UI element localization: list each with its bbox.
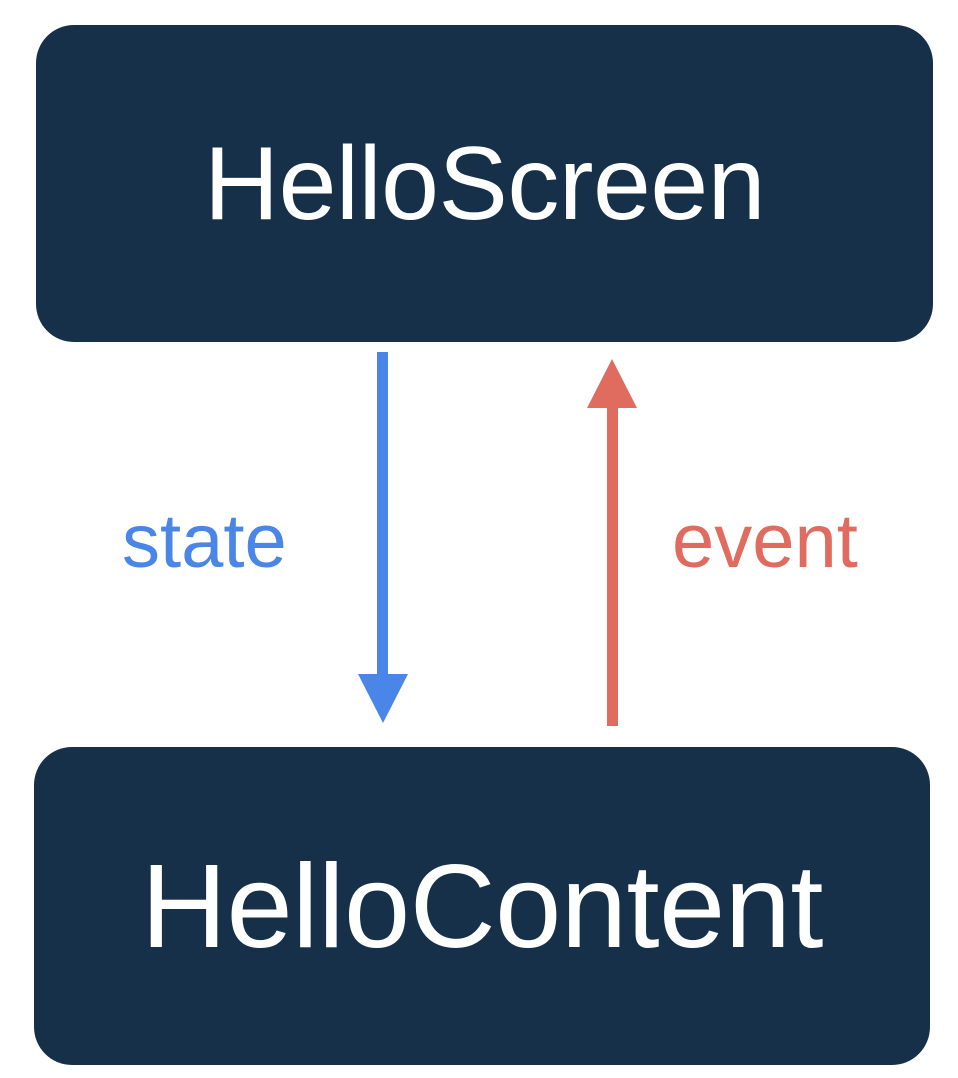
down-arrow-icon [358,352,408,723]
edge-label-event: event [672,499,858,584]
state-arrow [358,352,408,723]
edge-label-state: state [122,499,287,584]
node-hello-content-label: HelloContent [141,839,823,973]
node-hello-screen-label: HelloScreen [203,125,766,242]
node-hello-content[interactable]: HelloContent [34,747,930,1065]
up-arrow-icon [587,359,637,726]
event-arrow [587,359,637,726]
node-hello-screen[interactable]: HelloScreen [36,25,933,342]
